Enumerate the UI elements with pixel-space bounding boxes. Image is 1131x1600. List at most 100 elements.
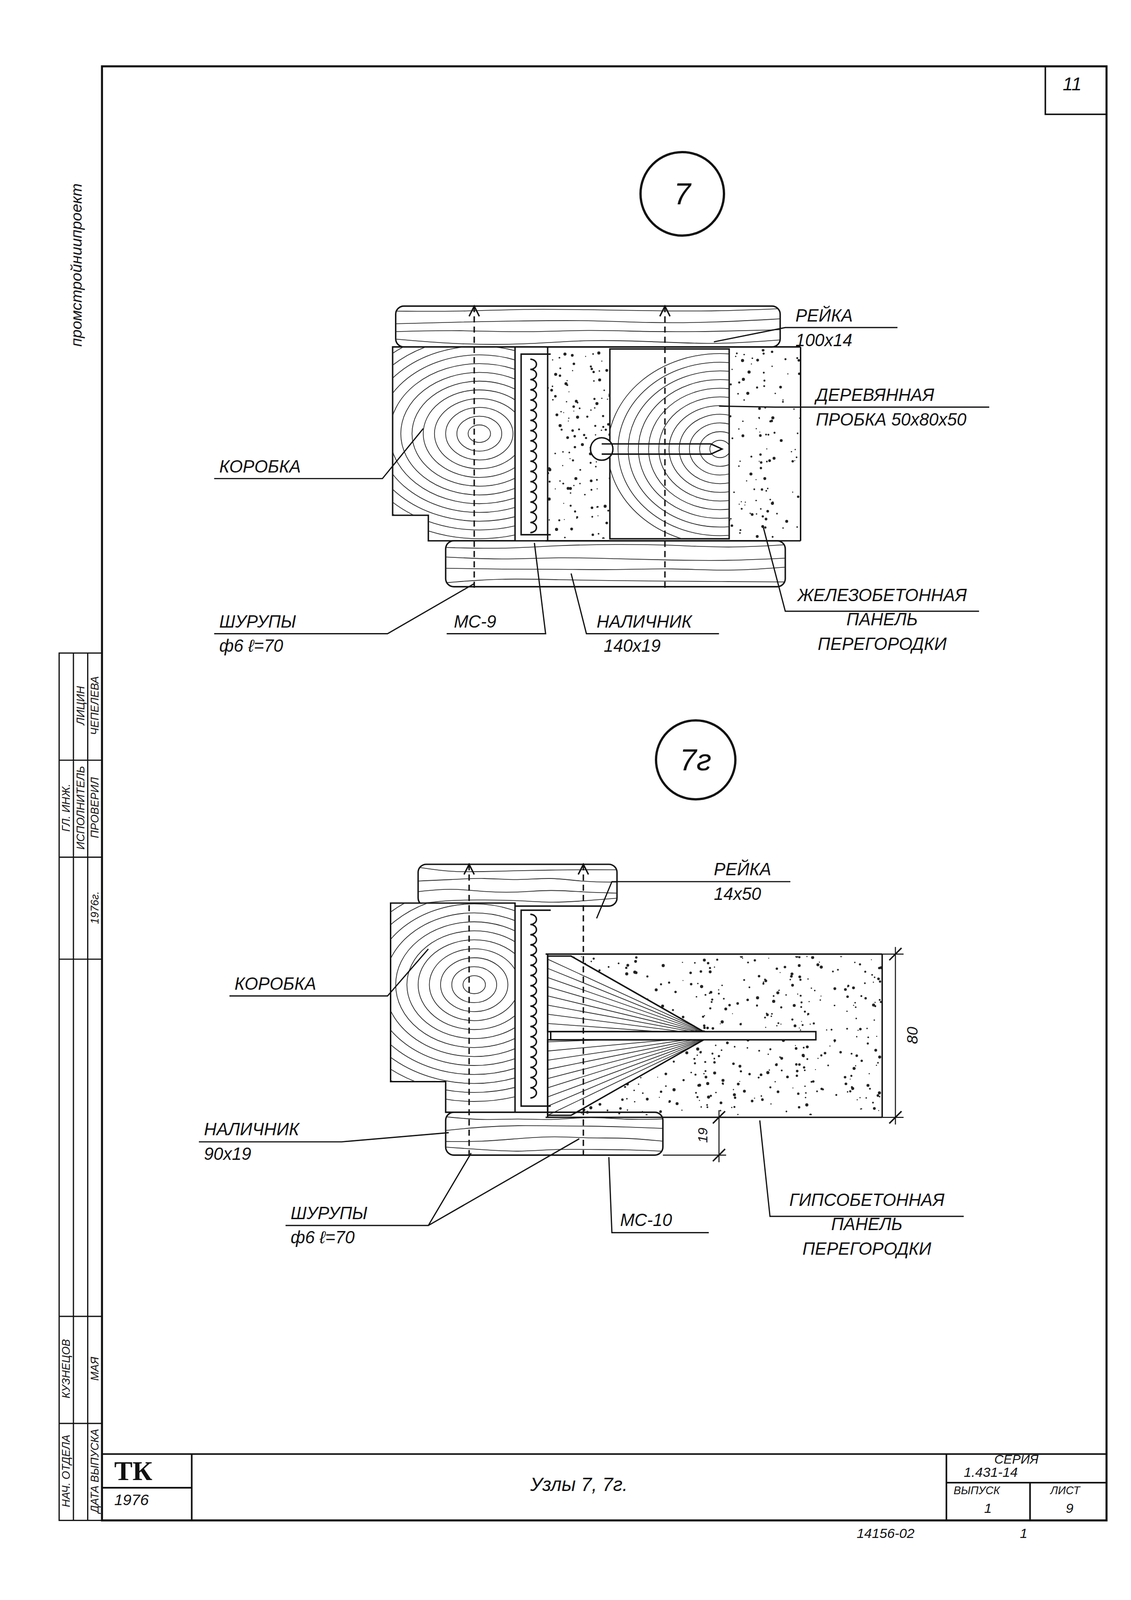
stipple-dot xyxy=(558,374,561,377)
stipple-dot xyxy=(566,379,568,382)
stipple-dot xyxy=(607,509,610,512)
stipple-dot xyxy=(598,378,602,382)
stipple-dot xyxy=(550,389,554,392)
stipple-dot xyxy=(633,970,637,974)
stipple-dot xyxy=(823,1051,827,1055)
stipple-dot xyxy=(651,1012,653,1015)
stipple-dot xyxy=(627,1075,630,1078)
stipple-dot xyxy=(739,1080,741,1082)
stipple-dot xyxy=(577,1047,579,1049)
stipple-dot xyxy=(689,396,692,399)
stipple-dot xyxy=(599,1026,602,1030)
stamp-year: 1976 xyxy=(114,1490,149,1509)
stipple-dot xyxy=(659,1051,661,1053)
stipple-dot xyxy=(847,984,850,987)
stipple-dot xyxy=(744,501,747,504)
stipple-dot xyxy=(623,1085,626,1088)
stamp-line xyxy=(87,653,89,1521)
stipple-dot xyxy=(695,378,698,381)
stipple-dot xyxy=(720,1020,724,1024)
stipple-dot xyxy=(637,1058,641,1062)
leaders-7g xyxy=(198,881,964,1233)
stipple-dot xyxy=(619,1079,621,1081)
stipple-dot xyxy=(688,531,691,533)
stipple-dot xyxy=(690,468,694,472)
stipple-dot xyxy=(761,348,765,352)
stipple-dot xyxy=(778,989,781,991)
stipple-dot xyxy=(638,1021,639,1023)
stipple-dot xyxy=(585,355,587,357)
stipple-dot xyxy=(601,1070,604,1073)
stipple-dot xyxy=(854,1001,856,1004)
stipple-dot xyxy=(618,1112,621,1115)
stipple-dot xyxy=(630,458,633,461)
stipple-dot xyxy=(790,451,793,453)
stipple-dot xyxy=(633,451,636,454)
stipple-dot xyxy=(591,533,594,536)
stipple-dot xyxy=(718,430,722,435)
stipple-dot xyxy=(672,1088,676,1092)
stipple-dot xyxy=(802,1054,805,1058)
stipple-dot xyxy=(806,1058,809,1060)
stipple-dot xyxy=(711,436,713,438)
stipple-dot xyxy=(696,1095,699,1099)
stipple-dot xyxy=(709,495,712,498)
dimension-extension xyxy=(881,1116,904,1118)
stipple-dot xyxy=(574,510,577,513)
stipple-dot xyxy=(562,482,565,485)
stipple-dot xyxy=(740,507,743,510)
stipple-dot xyxy=(789,975,793,978)
stipple-dot xyxy=(876,977,880,981)
stipple-dot xyxy=(871,1101,874,1104)
wood-grain-ring xyxy=(462,975,486,994)
stamp-text: ПРОВЕРИЛ xyxy=(88,777,102,839)
stipple-dot xyxy=(637,519,641,523)
stipple-dot xyxy=(586,415,589,418)
wood-grain-ring xyxy=(609,353,730,539)
part-name: ЖЕЛЕЗОБЕТОННАЯ ПАНЕЛЬ ПЕРЕГОРОДКИ xyxy=(790,583,975,657)
stipple-dot xyxy=(631,494,633,497)
casing xyxy=(445,540,786,587)
stipple-dot xyxy=(784,357,787,360)
dowel-hole xyxy=(590,437,613,461)
stipple-dot xyxy=(597,515,599,517)
stipple-dot xyxy=(868,1073,871,1075)
gypsum-stipple xyxy=(547,954,883,1117)
wood-grain-line xyxy=(547,1035,715,1070)
stipple-dot xyxy=(552,957,556,961)
stipple-dot xyxy=(591,1082,594,1085)
stipple-dot xyxy=(765,433,768,436)
title-cell: 1.431-14 xyxy=(963,1464,1018,1481)
stipple-dot xyxy=(592,1087,596,1090)
stipple-dot xyxy=(763,477,767,480)
stipple-dot xyxy=(715,1091,717,1094)
stipple-dot xyxy=(692,522,696,525)
stipple-dot xyxy=(602,425,605,429)
stipple-dot xyxy=(741,358,745,363)
stipple-dot xyxy=(733,1096,737,1099)
wood-grain-ring xyxy=(350,885,598,1084)
stipple-dot xyxy=(596,478,598,481)
stipple-dot xyxy=(779,439,783,442)
screw xyxy=(468,864,470,1156)
stipple-dot xyxy=(556,1090,558,1092)
stipple-dot xyxy=(798,1027,800,1029)
stipple-dot xyxy=(695,996,698,998)
stipple-dot xyxy=(722,997,725,1000)
stipple-dot xyxy=(616,494,619,497)
stipple-dot xyxy=(716,351,718,353)
stipple-dot xyxy=(607,1013,609,1015)
stipple-dot xyxy=(573,435,576,438)
stipple-dot xyxy=(738,503,740,505)
stipple-dot xyxy=(635,413,637,415)
stipple-dot xyxy=(596,505,599,508)
leader-line xyxy=(608,1156,709,1233)
leader-line xyxy=(446,542,546,634)
stipple-dot xyxy=(723,347,726,350)
stipple-dot xyxy=(696,376,699,379)
stipple-dot xyxy=(721,1078,725,1082)
stipple-dot xyxy=(639,435,643,438)
stipple-dot xyxy=(780,1069,783,1072)
part-size: 90х19 xyxy=(203,1144,252,1165)
leader-line xyxy=(596,881,791,919)
